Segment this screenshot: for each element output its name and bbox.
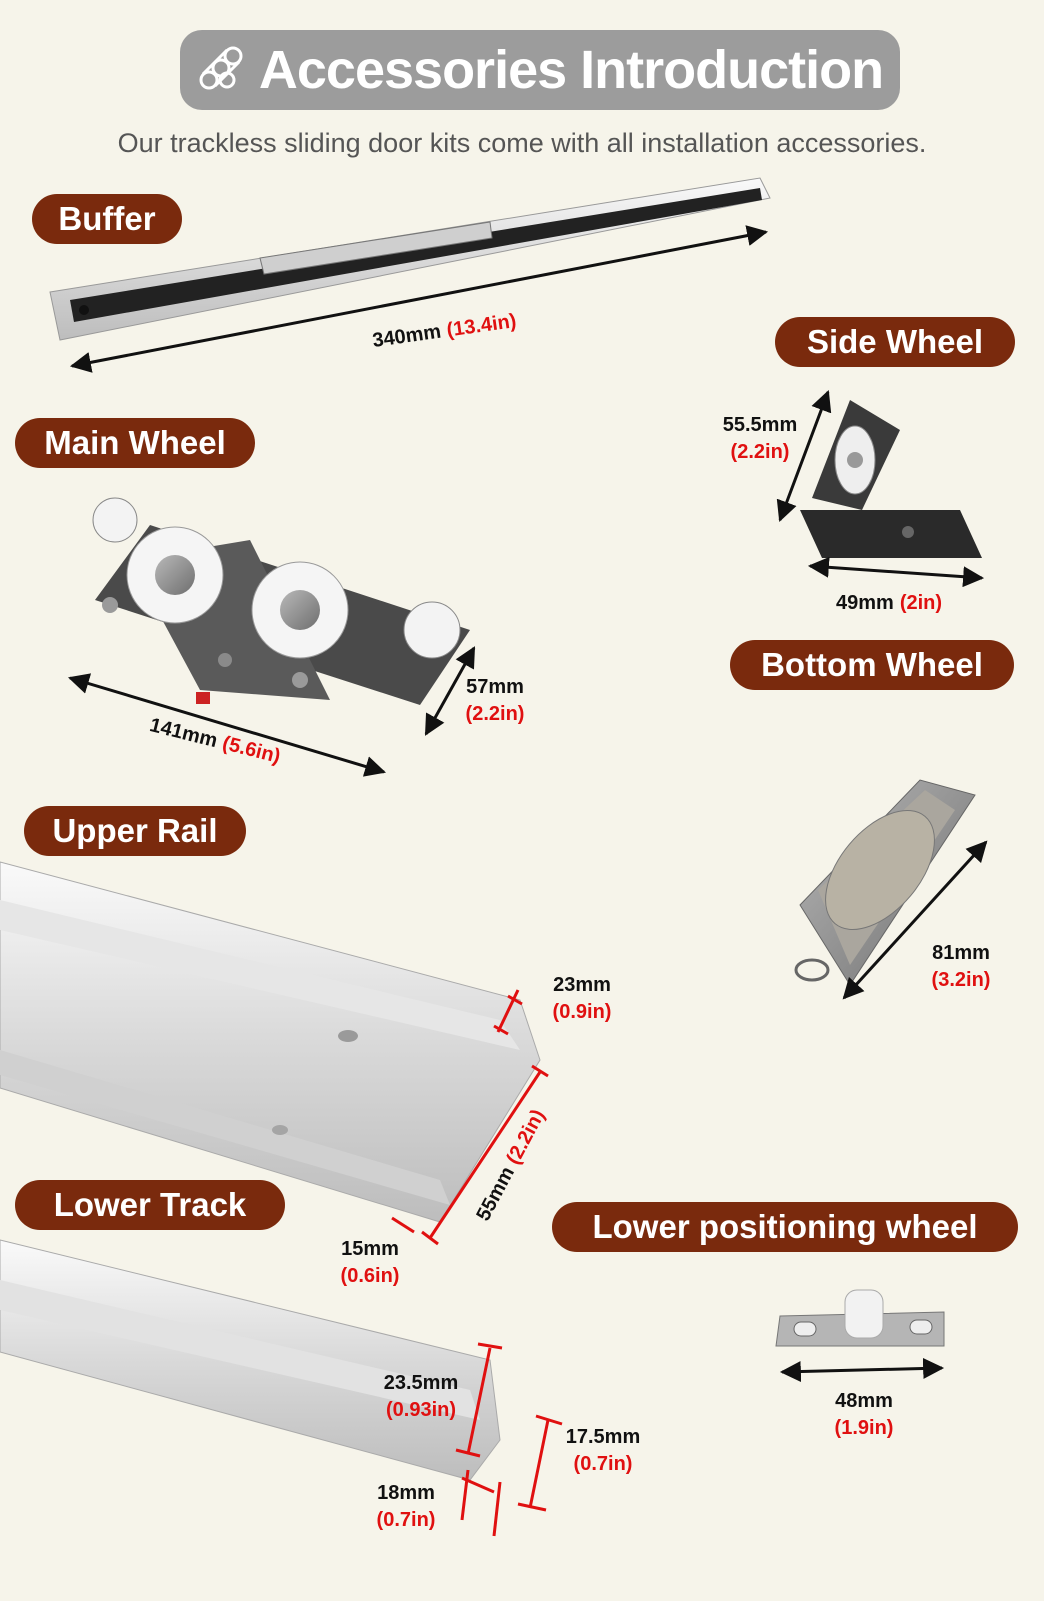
page-title: Accessories Introduction <box>258 40 884 100</box>
lower-track-image <box>0 1239 501 1481</box>
main-wheel-length-line <box>67 673 387 777</box>
lower-track-inner-dimension: 17.5mm(0.7in) <box>565 1426 641 1475</box>
upper-rail-height-dimension: 23mm(0.9in) <box>552 974 612 1023</box>
side-wheel-width-line <box>807 556 985 588</box>
lower-positioning-wheel-dimension-line <box>779 1357 945 1383</box>
side-wheel-width-dimension: 49mm(2in) <box>836 592 943 614</box>
label-upper-rail: Upper Rail <box>24 806 246 856</box>
upper-rail-dimension-lines <box>391 989 549 1246</box>
upper-rail-lip-dimension: 15mm(0.6in) <box>340 1238 400 1287</box>
page-subtitle: Our trackless sliding door kits come wit… <box>117 128 927 158</box>
lower-track-dimension-lines <box>455 1342 563 1537</box>
lower-track-width-dimension: 18mm(0.7in) <box>376 1482 436 1531</box>
lower-track-height-dimension: 23.5mm(0.93in) <box>383 1372 459 1421</box>
side-wheel-height-dimension: 55.5mm(2.2in) <box>722 414 798 463</box>
bottom-wheel-dimension: 81mm(3.2in) <box>931 942 991 991</box>
title-banner: Accessories Introduction <box>180 30 900 110</box>
main-wheel-width-dimension: 57mm(2.2in) <box>465 676 525 725</box>
label-main-wheel: Main Wheel <box>15 418 255 468</box>
main-wheel-width-line <box>424 646 476 736</box>
bottom-wheel-dimension-line <box>842 840 988 1000</box>
lower-positioning-wheel-image <box>775 1289 945 1347</box>
label-lower-positioning-wheel: Lower positioning wheel <box>552 1202 1018 1252</box>
label-buffer: Buffer <box>32 194 182 244</box>
upper-rail-image <box>0 861 541 1223</box>
label-lower-track: Lower Track <box>15 1180 285 1230</box>
lower-positioning-wheel-dimension: 48mm(1.9in) <box>834 1390 894 1439</box>
buffer-dimension-line <box>69 225 769 373</box>
side-wheel-height-line <box>776 390 832 522</box>
label-side-wheel: Side Wheel <box>775 317 1015 367</box>
side-wheel-image <box>800 400 982 558</box>
main-wheel-image <box>92 497 470 705</box>
label-bottom-wheel: Bottom Wheel <box>730 640 1014 690</box>
pipes-icon <box>197 44 245 97</box>
